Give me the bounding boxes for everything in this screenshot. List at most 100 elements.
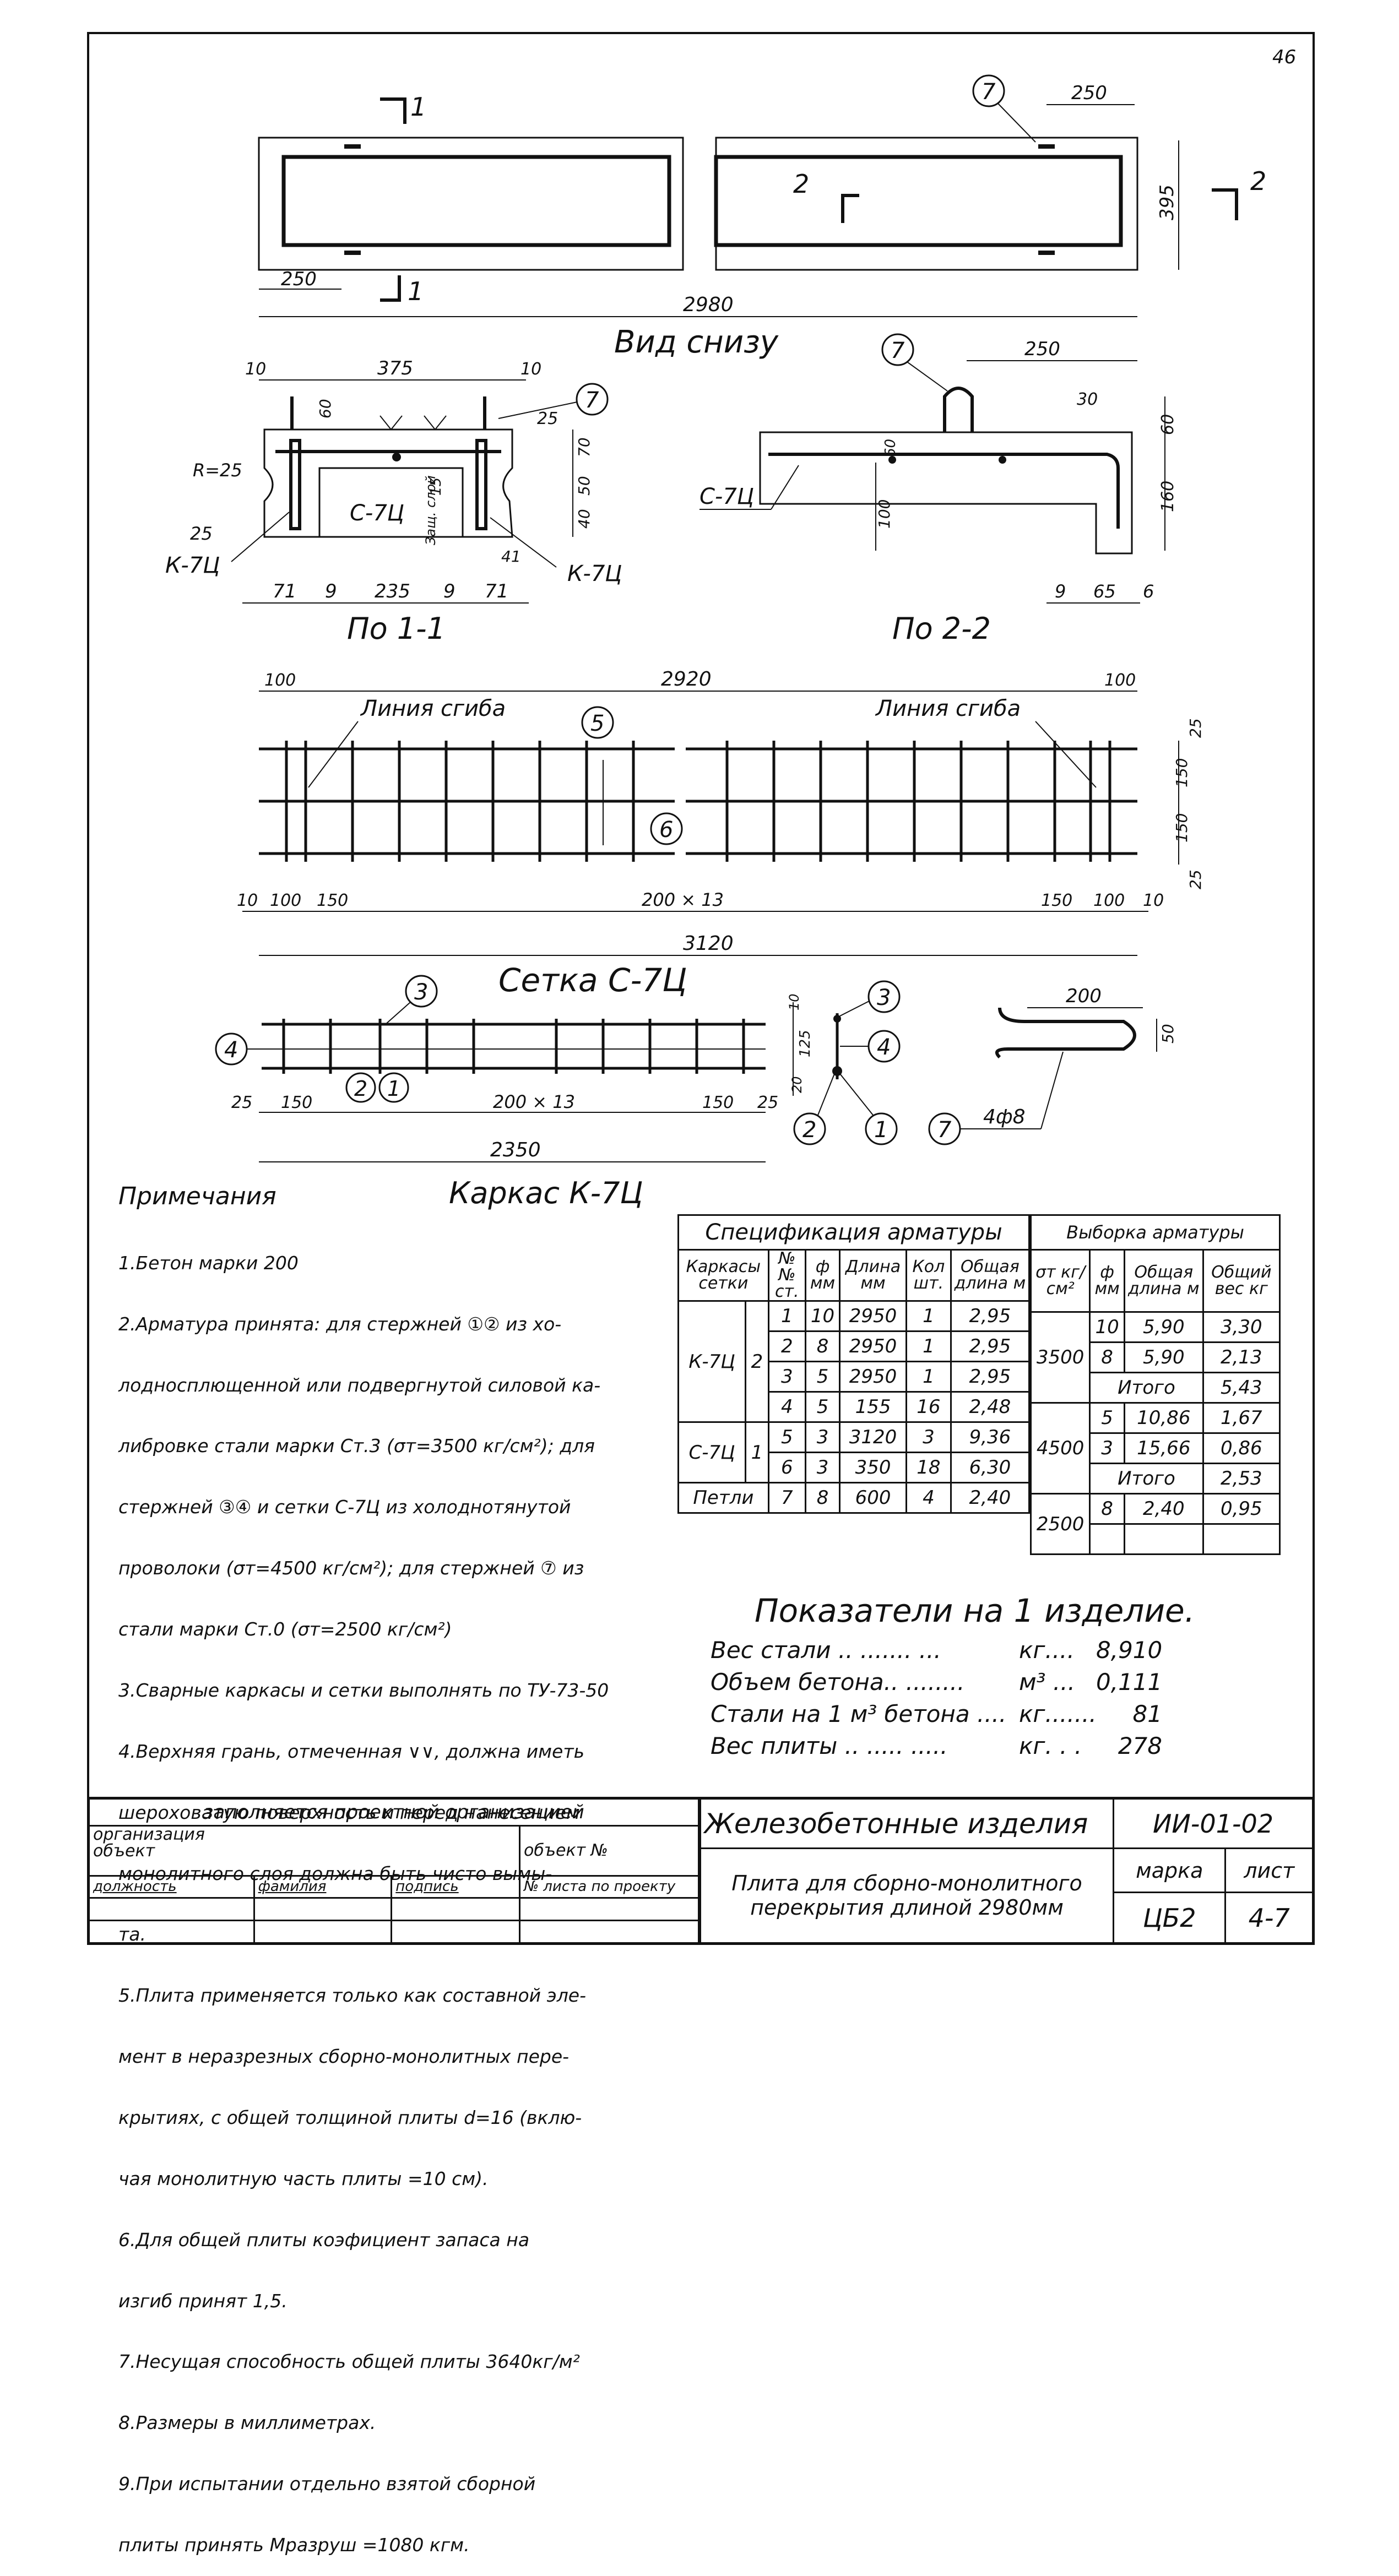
spec-h-len: Длина мм <box>839 1249 907 1302</box>
spec-sht-k7c: 2 <box>745 1300 769 1423</box>
callout-7-loop: 7 <box>937 1117 952 1143</box>
tb-empty-cell <box>88 1920 255 1944</box>
note-line: 6.Для общей плиты коэфициент запаса на <box>118 2229 530 2251</box>
dim-mesh-b2: 100 <box>270 891 301 910</box>
tb-filled-by: заполняется проектной организацией <box>88 1798 699 1827</box>
spec-cage-c7c: С-7Ц <box>677 1421 747 1483</box>
bottom-view-title: Вид снизу <box>614 324 779 360</box>
dim-1-1-70: 70 <box>575 437 593 457</box>
section-2-2: 7 250 30 60 160 60 100 9 65 6 С-7Ц По 2-… <box>699 333 1178 646</box>
note-line: 5.Плита применяется только как составной… <box>118 1985 587 2007</box>
label-bend-line-right: Линия сгиба <box>875 696 1021 721</box>
spec-cell: 2 <box>767 1330 806 1362</box>
spec-cell: 1 <box>905 1330 952 1362</box>
bottom-view: 1 1 2 2 7 250 250 395 2980 Вид снизу <box>258 74 1266 360</box>
dim-2-2-250: 250 <box>1024 338 1060 360</box>
section-mark-2-left: 2 <box>793 169 809 199</box>
tb-name-line2: перекрытия длиной 2980мм <box>750 1895 1064 1920</box>
tb-position: должность <box>88 1874 255 1899</box>
sample-cell: 1,67 <box>1202 1402 1281 1434</box>
tb-surname: фамилия <box>253 1874 393 1899</box>
spec-cell: 4 <box>767 1391 806 1423</box>
note-line: изгиб принят 1,5. <box>118 2290 288 2312</box>
sample-cell: 0,95 <box>1202 1493 1281 1525</box>
sample-cell: 8 <box>1089 1493 1125 1525</box>
dim-cage-h1: 10 <box>787 993 802 1010</box>
indicators-list: Вес стали .. ....... ... кг.... 8,910 Об… <box>711 1638 1162 1766</box>
callout-2-cage: 2 <box>354 1077 367 1101</box>
spec-h-kol: Кол шт. <box>905 1249 952 1302</box>
label-bend-line-left: Линия сгиба <box>360 696 506 721</box>
indicator-unit: кг....... <box>1019 1700 1097 1727</box>
spec-cell: 18 <box>905 1452 952 1483</box>
dim-1-1-40: 40 <box>575 509 593 529</box>
dim-2-2-100: 100 <box>875 499 893 529</box>
dim-1-1-radius: R=25 <box>193 460 242 481</box>
dim-1-1-71-left: 71 <box>273 580 296 602</box>
label-2-2-mesh: С-7Ц <box>699 484 754 509</box>
note-line: 9.При испытании отдельно взятой сборной <box>118 2473 536 2495</box>
note-line: стали марки Ст.0 (σт=2500 кг/см²) <box>118 1618 452 1640</box>
dim-mesh-100-right: 100 <box>1104 671 1136 690</box>
dim-1-1-25-left: 25 <box>190 523 213 544</box>
indicator-label: Вес плиты .. ..... ..... <box>711 1732 948 1759</box>
sample-sigma-4500: 4500 <box>1029 1402 1091 1494</box>
indicator-unit: кг.... <box>1019 1637 1075 1664</box>
tb-sheet-no: № листа по проекту <box>519 1874 699 1899</box>
dim-mesh-overall: 3120 <box>683 932 734 955</box>
dim-mesh-2920: 2920 <box>661 668 712 691</box>
spec-sht-c7c: 1 <box>745 1421 769 1483</box>
note-line: либровке стали марки Ст.3 (σт=3500 кг/см… <box>118 1435 595 1457</box>
drawing-sheet: 46 1 1 2 2 7 250 250 395 2980 Вид снизу <box>87 32 1315 1945</box>
tb-mark-label: марка <box>1112 1847 1227 1893</box>
dim-1-1-41: 41 <box>501 547 521 566</box>
dim-1-1-25-top: 25 <box>537 409 558 428</box>
dim-left-offset: 250 <box>281 268 317 290</box>
note-line: крытиях, с общей толщиной плиты d=16 (вк… <box>118 2106 582 2128</box>
dim-1-1-10-right: 10 <box>520 360 541 379</box>
spec-cell: 4 <box>905 1482 952 1514</box>
tb-org: организация объект <box>88 1824 520 1877</box>
dim-mesh-b4: 200 × 13 <box>642 889 724 910</box>
section-mark-1-bottom: 1 <box>408 276 424 306</box>
tb-signature: подпись <box>391 1874 520 1899</box>
section-1-1: 10 375 10 60 70 50 40 25 R=25 25 15 41 7… <box>165 357 622 646</box>
indicator-row: Вес плиты .. ..... ..... кг. . . 278 <box>711 1732 1162 1766</box>
dim-right-offset: 250 <box>1071 82 1107 104</box>
indicator-unit: кг. . . <box>1019 1732 1082 1759</box>
indicator-value: 278 <box>1118 1732 1162 1759</box>
spec-table: Спецификация арматуры Каркасы сетки №№ с… <box>677 1214 1031 1514</box>
indicator-label: Стали на 1 м³ бетона .... <box>711 1700 1007 1727</box>
dim-mesh-b7: 10 <box>1143 891 1164 910</box>
indicator-value: 8,910 <box>1096 1637 1163 1664</box>
sample-total: 5,43 <box>1202 1372 1281 1404</box>
indicator-label: Вес стали .. ....... ... <box>711 1637 941 1664</box>
spec-cell: 2,95 <box>950 1300 1031 1332</box>
sample-cell: 2,13 <box>1202 1341 1281 1373</box>
note-line: 4.Верхняя грань, отмеченная ∨∨, должна и… <box>118 1740 585 1762</box>
callout-2-section: 2 <box>802 1117 816 1143</box>
cage-view: 3 4 2 1 25 150 200 × 13 150 25 2350 Карк… <box>215 975 1177 1210</box>
spec-cell: 155 <box>839 1391 907 1423</box>
callout-6: 6 <box>659 817 673 843</box>
tb-product-name: Плита для сборно-монолитного перекрытия … <box>699 1847 1114 1944</box>
dim-cage-mid: 200 × 13 <box>493 1091 575 1112</box>
note-line: 1.Бетон марки 200 <box>118 1252 299 1274</box>
dim-2-2-65: 65 <box>1093 581 1116 602</box>
spec-cell: 1 <box>905 1300 952 1332</box>
sample-cell: 5,90 <box>1123 1341 1204 1373</box>
spec-cell: 600 <box>839 1482 907 1514</box>
dim-1-1-71-right: 71 <box>485 580 508 602</box>
sheet-number: 46 <box>1272 46 1296 68</box>
indicator-row: Вес стали .. ....... ... кг.... 8,910 <box>711 1638 1162 1670</box>
dim-1-1-375: 375 <box>377 357 413 379</box>
spec-cell: 10 <box>804 1300 841 1332</box>
dim-2-2-9: 9 <box>1055 581 1066 602</box>
spec-cell: 350 <box>839 1452 907 1483</box>
note-line: проволоки (σт=4500 кг/см²); для стержней… <box>118 1557 584 1579</box>
note-line: лодносплющенной или подвергнутой силовой… <box>118 1374 601 1396</box>
dim-mesh-b6: 100 <box>1093 891 1125 910</box>
sample-cell <box>1089 1523 1125 1555</box>
spec-cell: 6 <box>767 1452 806 1483</box>
sample-sigma-2500: 2500 <box>1029 1493 1091 1555</box>
